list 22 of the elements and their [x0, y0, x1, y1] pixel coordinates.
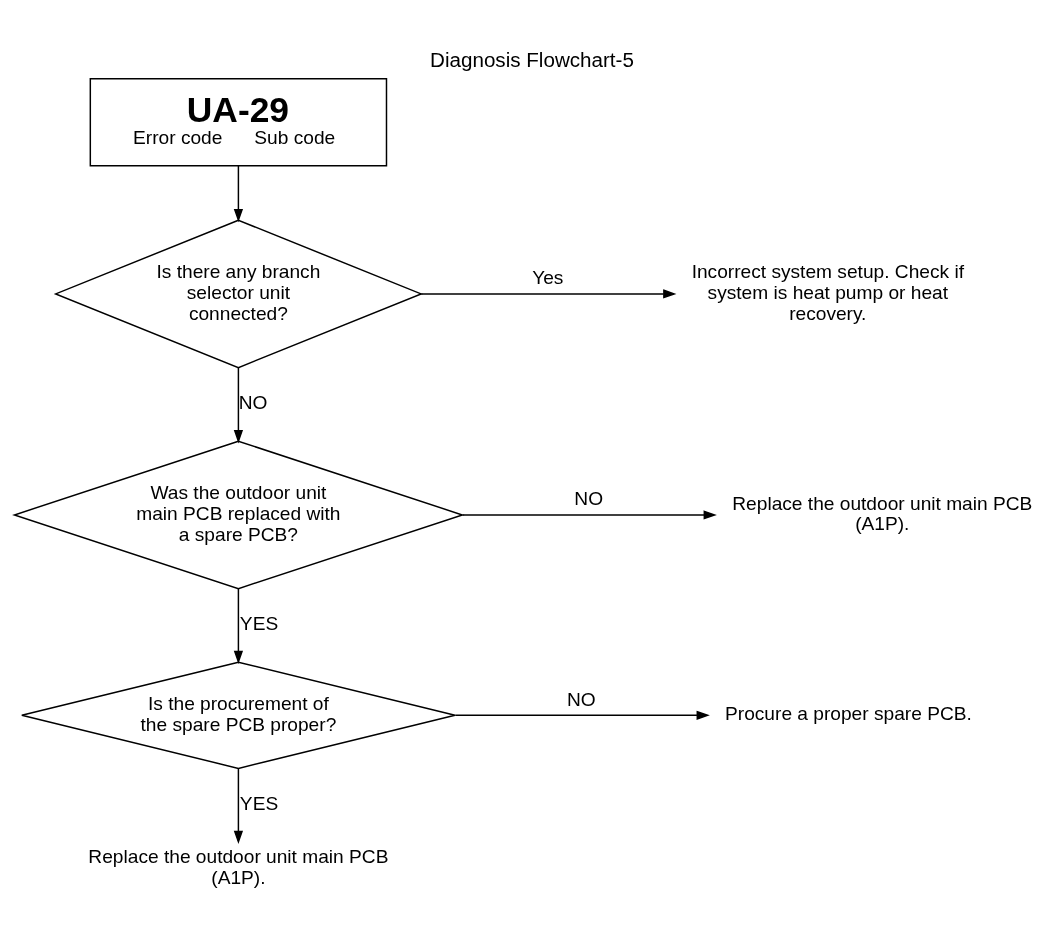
- node-text: Incorrect system setup. Check if system is heat pump or heat recovery.: [691, 260, 964, 324]
- edge-label: NO: [574, 487, 604, 509]
- arrow: [462, 509, 717, 520]
- node-diamond: Is the procurement of the spare PCB proper?: [21, 661, 456, 769]
- edge-label: NO: [238, 391, 268, 413]
- node-diamond: Is there any branch selector unit connected?: [53, 218, 424, 368]
- arrow: [233, 587, 244, 664]
- diagram-title: Diagnosis Flowchart-5: [430, 47, 634, 71]
- arrow: [454, 710, 710, 720]
- node-text: Replace the outdoor unit main PCB (A1P).: [88, 845, 389, 888]
- arrow: [233, 767, 244, 844]
- arrow: [233, 164, 244, 222]
- node-box: UA-29 Error code Sub code: [89, 77, 388, 166]
- node-text: Procure a proper spare PCB.: [725, 702, 972, 724]
- edge-label: YES: [239, 612, 279, 634]
- edge-label: Yes: [532, 266, 564, 288]
- node-text: Replace the outdoor unit main PCB (A1P).: [732, 492, 1033, 534]
- arrow: [420, 288, 677, 299]
- edge-label: NO: [567, 688, 596, 710]
- arrow: [233, 366, 244, 443]
- node-diamond: Was the outdoor unit main PCB replaced with a spare PCB?: [12, 440, 465, 589]
- edge-label: YES: [239, 792, 279, 814]
